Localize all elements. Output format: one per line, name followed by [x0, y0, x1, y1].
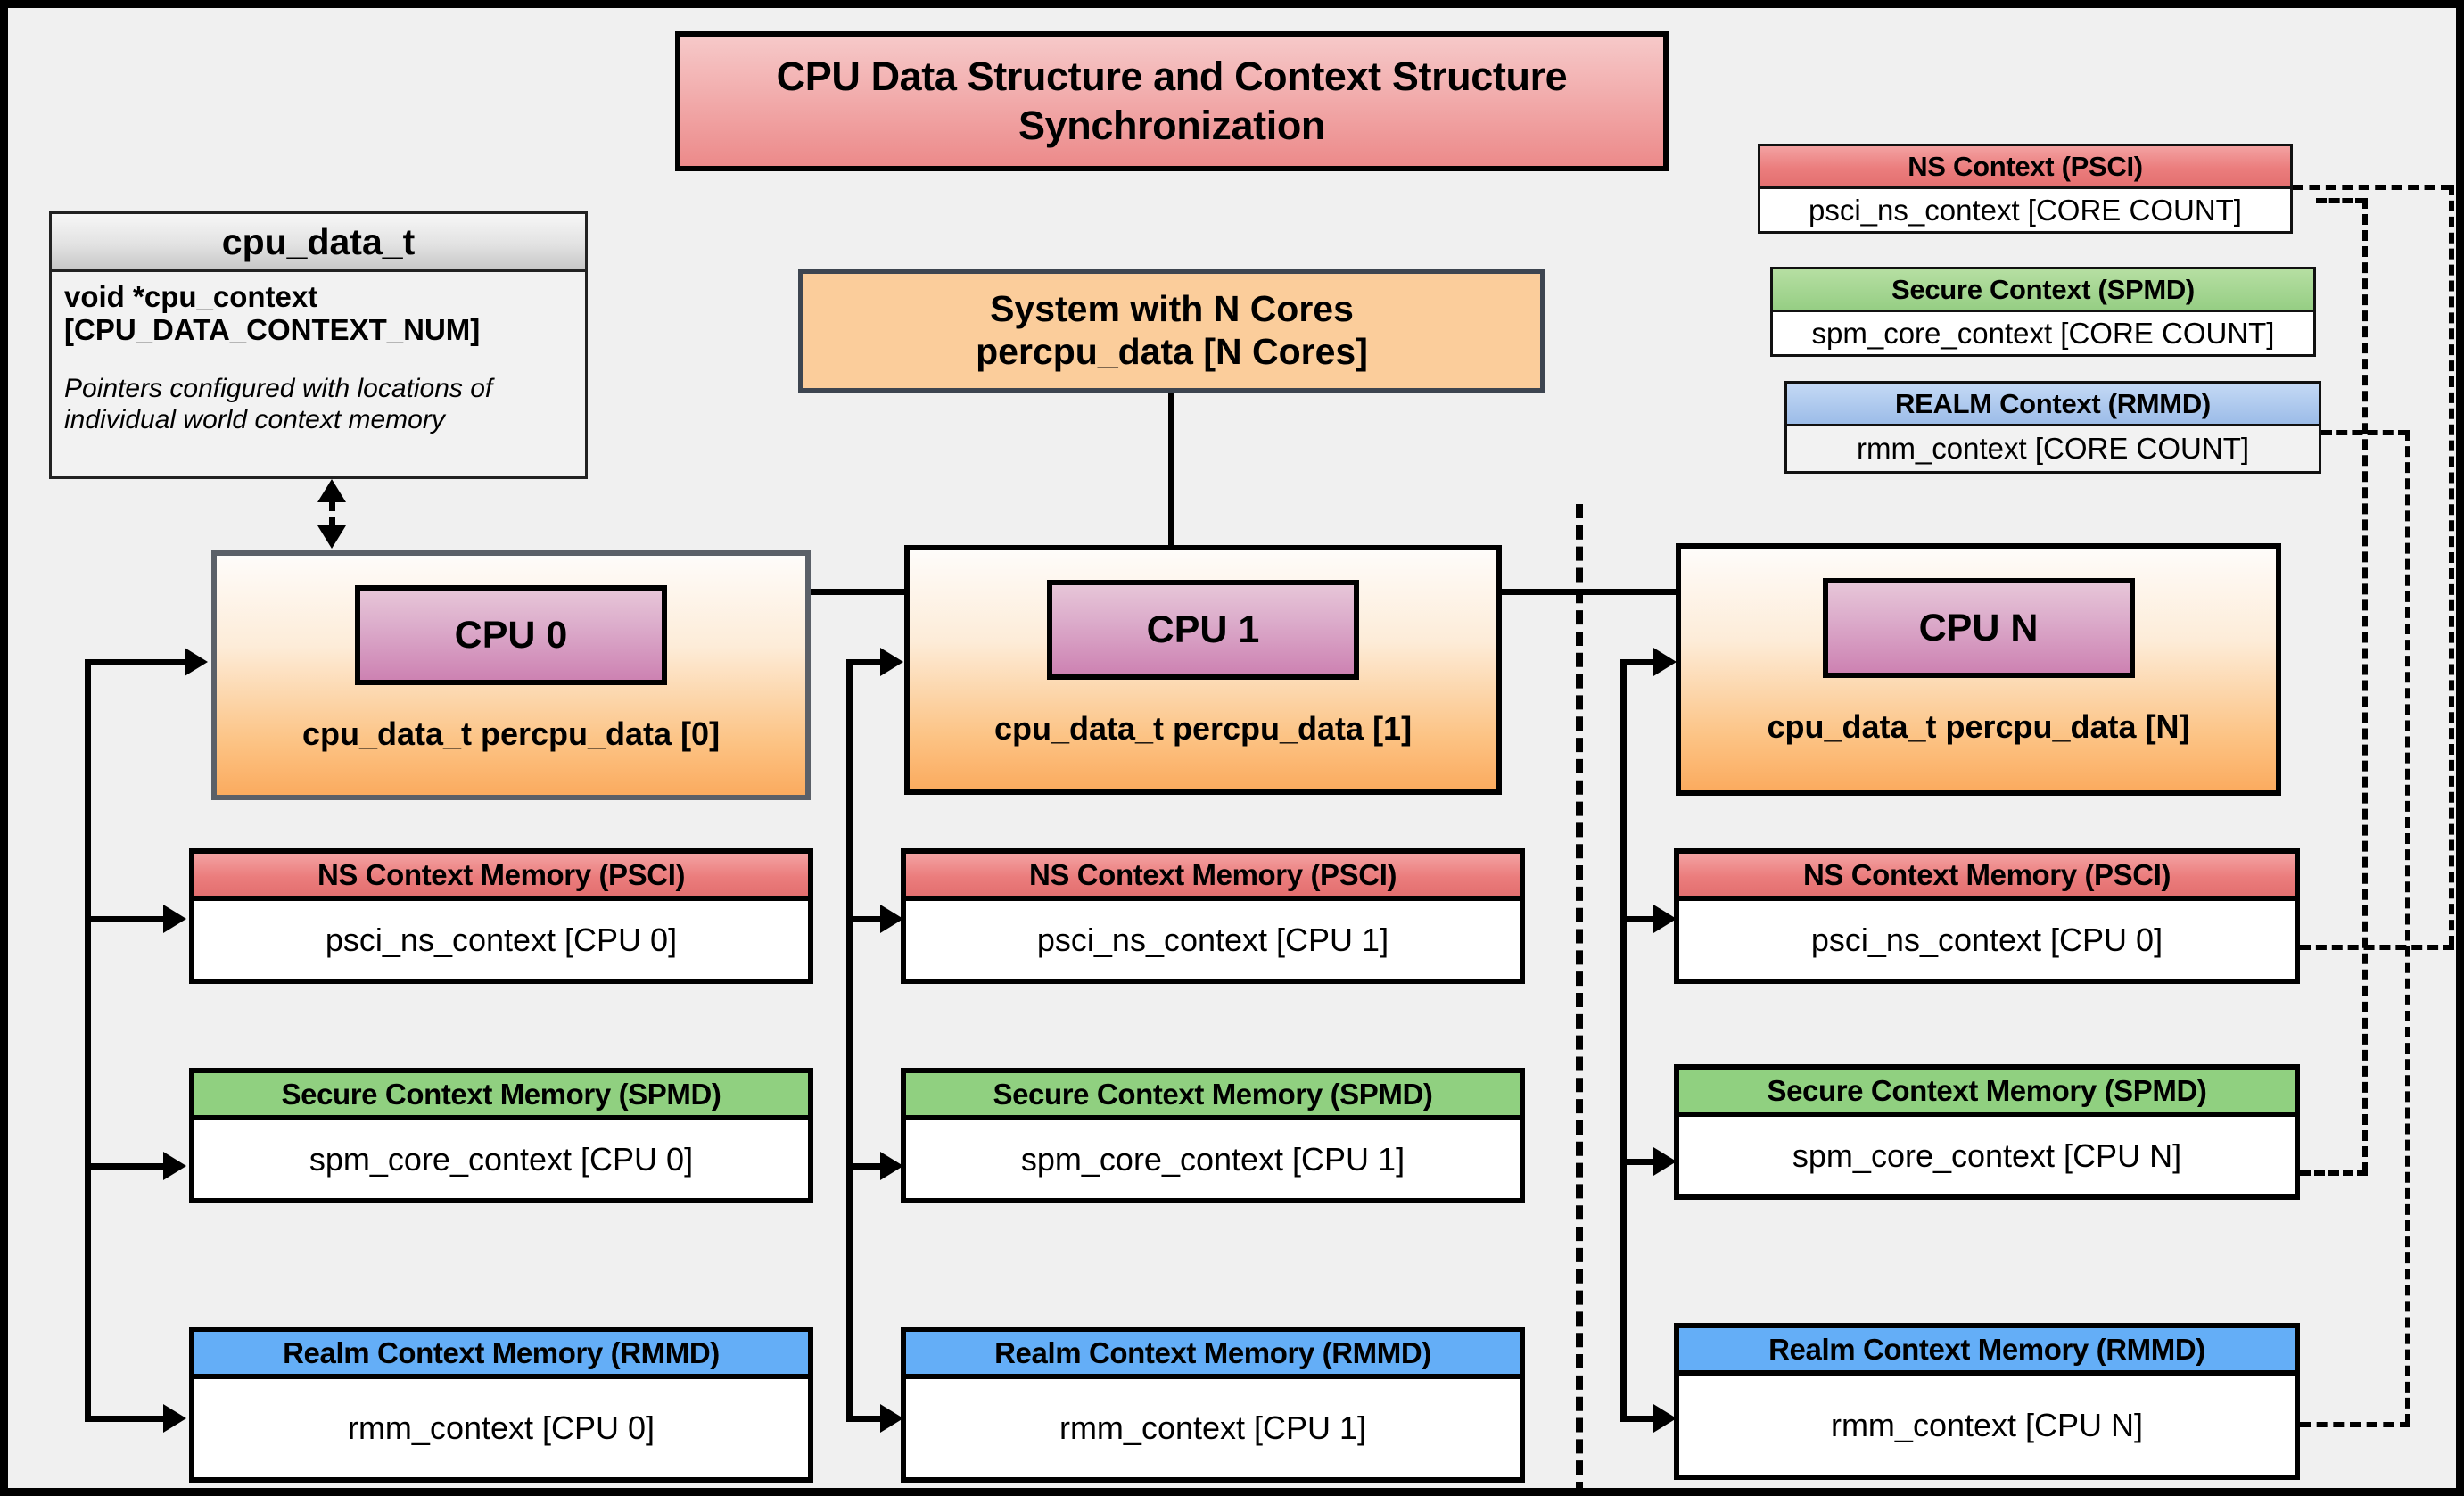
cpu-0-pointer-branch-box: [85, 659, 190, 665]
cpu-1-pointer-arrow-realm: [880, 1404, 903, 1433]
cpu-1-pointer-branch-ns: [846, 916, 884, 922]
cpu-data-t-note: Pointers configured with locations of in…: [64, 373, 493, 434]
cpu-n-pointer-arrow-realm: [1653, 1404, 1677, 1433]
legend-ns-connector-bottom: [2300, 945, 2454, 950]
legend-box-realm-context: REALM Context (RMMD) rmm_context [CORE C…: [1784, 381, 2321, 474]
cpu-0-ns-context-memory-header: NS Context Memory (PSCI): [194, 854, 808, 901]
cpu-0-pointer-branch-sec: [85, 1163, 167, 1170]
legend-box-ns-context: NS Context (PSCI) psci_ns_context [CORE …: [1758, 144, 2293, 234]
cpu-1-secure-context-memory-body: spm_core_context [CPU 1]: [906, 1120, 1520, 1198]
legend-ns-connector-top: [2293, 185, 2452, 190]
cpu-1-percpu-label: cpu_data_t percpu_data [1]: [993, 710, 1413, 747]
cpu-n-realm-context-memory-box: Realm Context Memory (RMMD) rmm_context …: [1674, 1323, 2300, 1480]
cpu-1-realm-context-memory-box: Realm Context Memory (RMMD) rmm_context …: [901, 1327, 1525, 1483]
legend-body-ns-context: psci_ns_context [CORE COUNT]: [1760, 189, 2290, 231]
legend-body-secure-context: spm_core_context [CORE COUNT]: [1773, 312, 2313, 354]
cpu-n-ns-context-memory-header: NS Context Memory (PSCI): [1679, 854, 2295, 901]
cpu-1-pointer-arrow-ns: [880, 905, 903, 933]
system-cores-line1: System with N Cores: [990, 288, 1354, 330]
cpu-n-secure-context-memory-box: Secure Context Memory (SPMD) spm_core_co…: [1674, 1064, 2300, 1200]
cpu-1-pointer-branch-box: [846, 659, 884, 665]
column-separator-dashed-line: [1576, 504, 1583, 1488]
cpu-n-pointer-bus: [1620, 659, 1627, 1422]
legend-realm-connector-vertical: [2405, 430, 2410, 1425]
cpu-n-pointer-branch-box: [1620, 659, 1658, 665]
cpu-1-pointer-arrow-sec: [880, 1152, 903, 1180]
cpu-1-chip-label: CPU 1: [1047, 580, 1359, 680]
cpu-data-t-link-arrow-down: [317, 525, 346, 549]
cpu-0-secure-context-memory-body: spm_core_context [CPU 0]: [194, 1120, 808, 1198]
system-cores-box: System with N Cores percpu_data [N Cores…: [798, 269, 1545, 393]
cpu-1-pointer-arrow-box: [880, 648, 903, 676]
cpu-data-t-struct-box: cpu_data_t void *cpu_context [CPU_DATA_C…: [49, 211, 588, 479]
cpu-0-pointer-branch-realm: [85, 1416, 167, 1422]
cpu-1-secure-context-memory-box: Secure Context Memory (SPMD) spm_core_co…: [901, 1068, 1525, 1203]
cpu-n-ns-context-memory-box: NS Context Memory (PSCI) psci_ns_context…: [1674, 848, 2300, 984]
legend-header-secure-context: Secure Context (SPMD): [1773, 269, 2313, 312]
cpu-1-secure-context-memory-header: Secure Context Memory (SPMD): [906, 1073, 1520, 1120]
cpu-0-box: CPU 0 cpu_data_t percpu_data [0]: [211, 550, 811, 800]
legend-secure-connector-bottom: [2300, 1170, 2368, 1176]
cpu-1-ns-context-memory-body: psci_ns_context [CPU 1]: [906, 901, 1520, 979]
cpu-n-percpu-label: cpu_data_t percpu_data [N]: [1767, 708, 2190, 745]
cpu-n-secure-context-memory-body: spm_core_context [CPU N]: [1679, 1117, 2295, 1194]
cpu-n-box: CPU N cpu_data_t percpu_data [N]: [1676, 543, 2281, 796]
cpu-n-pointer-arrow-sec: [1653, 1147, 1677, 1176]
cpu-data-t-link-dash: [329, 500, 335, 527]
cpu-1-realm-context-memory-header: Realm Context Memory (RMMD): [906, 1332, 1520, 1379]
legend-realm-connector-top: [2321, 430, 2409, 435]
cpu-n-realm-context-memory-body: rmm_context [CPU N]: [1679, 1376, 2295, 1475]
cpu-0-percpu-label: cpu_data_t percpu_data [0]: [301, 715, 721, 752]
cpu-0-pointer-bus: [85, 659, 91, 1422]
legend-box-secure-context: Secure Context (SPMD) spm_core_context […: [1770, 267, 2316, 357]
cpu-1-pointer-bus: [846, 659, 853, 1422]
cpu-1-ns-context-memory-box: NS Context Memory (PSCI) psci_ns_context…: [901, 848, 1525, 984]
cpu-0-realm-context-memory-body: rmm_context [CPU 0]: [194, 1379, 808, 1477]
cpu-0-realm-context-memory-box: Realm Context Memory (RMMD) rmm_context …: [189, 1327, 813, 1483]
legend-realm-connector-bottom: [2300, 1422, 2410, 1427]
legend-header-ns-context: NS Context (PSCI): [1760, 146, 2290, 189]
legend-body-realm-context: rmm_context [CORE COUNT]: [1787, 426, 2319, 471]
cpu-0-pointer-arrow-ns: [163, 905, 186, 933]
cpu-1-ns-context-memory-header: NS Context Memory (PSCI): [906, 854, 1520, 901]
cpu-0-secure-context-memory-header: Secure Context Memory (SPMD): [194, 1073, 808, 1120]
diagram-title: CPU Data Structure and Context Structure…: [675, 31, 1669, 171]
legend-header-realm-context: REALM Context (RMMD): [1787, 384, 2319, 426]
cpu-n-pointer-arrow-box: [1653, 648, 1677, 676]
cpu-0-pointer-arrow-sec: [163, 1152, 186, 1180]
cpu-1-pointer-branch-realm: [846, 1416, 884, 1422]
cpu-n-ns-context-memory-body: psci_ns_context [CPU 0]: [1679, 901, 2295, 979]
cpu-0-chip-label: CPU 0: [355, 585, 667, 685]
cpu-data-t-field: void *cpu_context [CPU_DATA_CONTEXT_NUM]: [64, 280, 481, 346]
cpu-0-ns-context-memory-box: NS Context Memory (PSCI) psci_ns_context…: [189, 848, 813, 984]
cpu-n-pointer-branch-ns: [1620, 916, 1658, 922]
system-cores-line2: percpu_data [N Cores]: [976, 331, 1368, 372]
cpu-0-realm-context-memory-header: Realm Context Memory (RMMD): [194, 1332, 808, 1379]
cpu-0-ns-context-memory-body: psci_ns_context [CPU 0]: [194, 901, 808, 979]
cpu-n-chip-label: CPU N: [1822, 578, 2135, 678]
cpu-1-realm-context-memory-body: rmm_context [CPU 1]: [906, 1379, 1520, 1477]
cpu-data-t-link-arrow-up: [317, 479, 346, 502]
cpu-0-pointer-branch-ns: [85, 916, 167, 922]
cpu-0-pointer-arrow-realm: [163, 1404, 186, 1433]
cpu-n-pointer-branch-realm: [1620, 1416, 1658, 1422]
cpu-n-pointer-branch-sec: [1620, 1159, 1658, 1165]
system-tree-stem: [1168, 393, 1174, 594]
cpu-n-secure-context-memory-header: Secure Context Memory (SPMD): [1679, 1070, 2295, 1117]
cpu-1-pointer-branch-sec: [846, 1163, 884, 1170]
cpu-1-box: CPU 1 cpu_data_t percpu_data [1]: [904, 545, 1502, 795]
legend-secure-connector-vertical: [2362, 198, 2368, 1173]
cpu-data-t-struct-name: cpu_data_t: [52, 214, 585, 272]
cpu-data-t-struct-body: void *cpu_context [CPU_DATA_CONTEXT_NUM]…: [52, 272, 585, 436]
cpu-0-pointer-arrow-box: [185, 648, 208, 676]
legend-ns-connector-vertical: [2449, 185, 2454, 946]
legend-secure-connector-top: [2316, 198, 2366, 203]
cpu-n-realm-context-memory-header: Realm Context Memory (RMMD): [1679, 1328, 2295, 1376]
cpu-n-pointer-arrow-ns: [1653, 905, 1677, 933]
cpu-0-secure-context-memory-box: Secure Context Memory (SPMD) spm_core_co…: [189, 1068, 813, 1203]
